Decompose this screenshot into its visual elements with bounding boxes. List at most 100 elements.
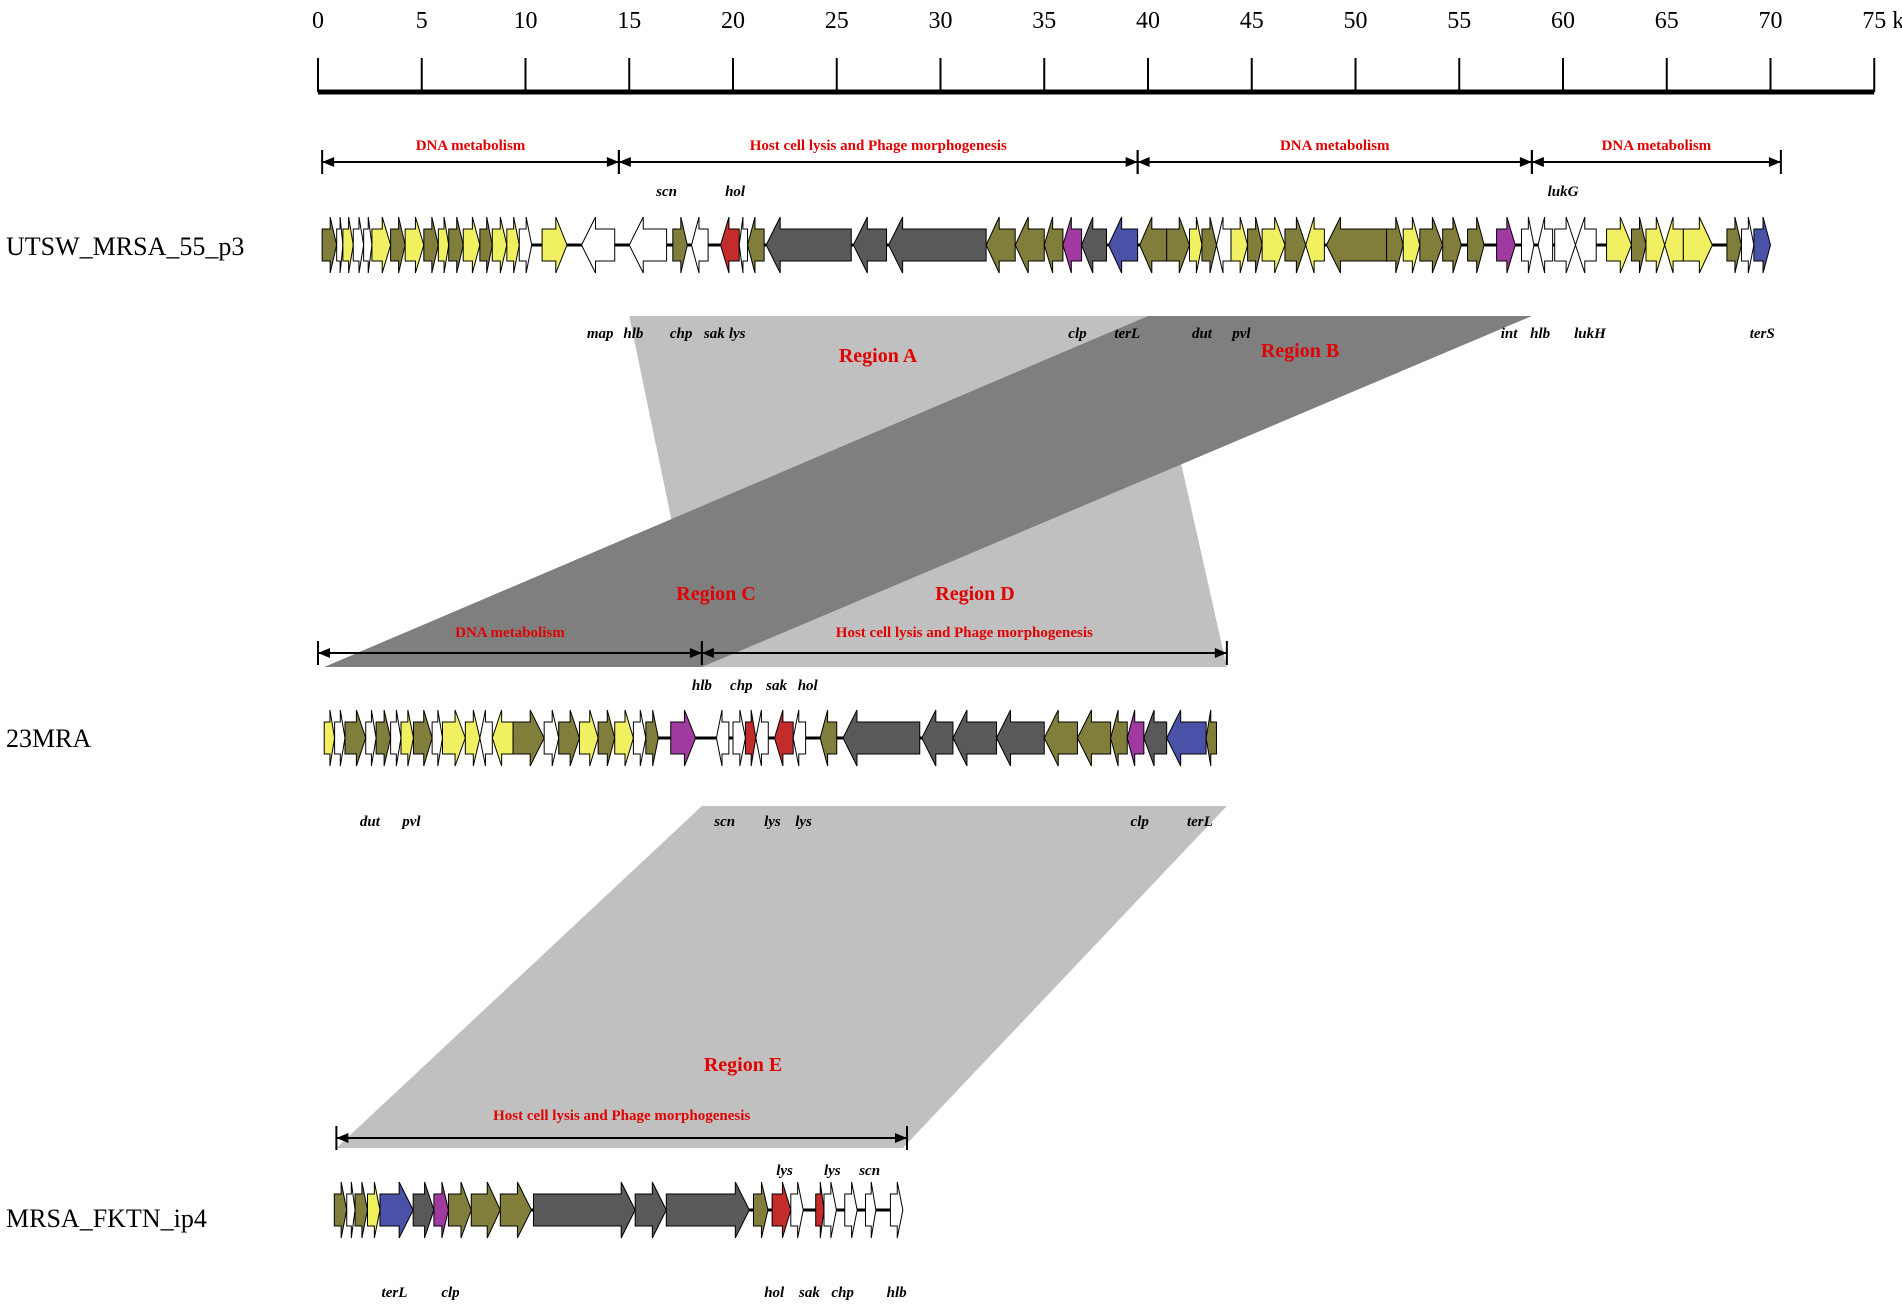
gene-label-below: clp [1131,814,1150,830]
gene-label-below: dut [1192,326,1213,342]
gene-arrow [448,216,464,274]
gene-arrow [400,709,414,767]
gene-label-below: pvl [400,814,421,830]
gene-arrow [1664,216,1684,274]
gene-label-above: scn [655,184,677,200]
module-arrow-head-left [336,1133,349,1143]
region-label: Region A [839,345,918,367]
gene-arrow [1740,216,1755,274]
gene-arrow [842,709,921,767]
gene-label-below: hlb [887,1285,908,1301]
gene-arrow [334,709,346,767]
gene-arrow [464,709,481,767]
module-arrow-head-left [618,157,631,167]
scale-tick-label: 30 [929,8,953,34]
gene-arrow [985,216,1016,274]
gene-arrow [1386,216,1404,274]
gene-arrow [491,709,514,767]
gene-arrow [1325,216,1388,274]
gene-arrow [447,1181,472,1239]
synteny-regions [324,316,1532,1148]
gene-arrow [442,709,466,767]
scale-tick-label: 70 [1759,8,1783,34]
gene-arrow [1402,216,1421,274]
gene-arrow [1284,216,1307,274]
gene-arrow [852,216,888,274]
gene-arrow [1201,216,1217,274]
gene-arrow [628,216,668,274]
gene-arrow [506,216,520,274]
gene-arrow [1261,216,1286,274]
gene-arrow [792,709,807,767]
module-label: Host cell lysis and Phage morphogenesis [750,138,1007,154]
gene-arrow [1537,216,1554,274]
gene-arrow [1521,216,1535,274]
region-label: Region B [1261,340,1339,362]
gene-label-above: sak [765,678,787,694]
gene-label-below: map [587,326,614,342]
gene-arrow [645,709,659,767]
gene-label-below: clp [441,1285,460,1301]
gene-arrow [765,216,852,274]
gene-label-below: int [1501,326,1519,342]
gene-arrow [412,1181,435,1239]
gene-arrow [865,1181,877,1239]
module-label: DNA metabolism [1280,138,1390,154]
gene-label-below: sak [798,1285,820,1301]
gene-arrow [632,709,647,767]
gene-arrow [404,216,425,274]
gene-arrow [437,216,450,274]
gene-label-above: scn [858,1163,880,1179]
gene-arrow [1230,216,1249,274]
gene-arrow [371,216,392,274]
gene-arrow [1645,216,1666,274]
gene-arrow [1143,709,1168,767]
gene-label-below: hlb [623,326,644,342]
scale-tick-label: 35 [1032,8,1056,34]
gene-arrow [518,216,533,274]
gene-arrow [1419,216,1444,274]
gene-arrow [823,1181,837,1239]
genome-name: UTSW_MRSA_55_p3 [6,232,244,261]
region-band [324,316,1532,667]
gene-label-above: hol [725,184,746,200]
gene-arrow [670,709,697,767]
gene-arrow [336,216,344,274]
gene-arrow [363,216,373,274]
genome-name: MRSA_FKTN_ip4 [6,1204,207,1233]
gene-arrow [790,1181,804,1239]
gene-arrow [1110,709,1128,767]
gene-arrow [1076,709,1112,767]
scale-tick-label: 65 [1655,8,1679,34]
gene-label-below: sak [703,326,725,342]
gene-arrow [462,216,481,274]
gene-label-below: chp [670,326,693,342]
gene-arrow [321,216,338,274]
gene-arrow [1496,216,1516,274]
gene-arrow [1606,216,1633,274]
gene-arrow [1753,216,1772,274]
gene-label-below: lys [795,814,812,830]
gene-arrow [952,709,998,767]
gene-arrow [1081,216,1107,274]
gene-label-below: hol [764,1285,785,1301]
gene-arrow [1726,216,1742,274]
region-band [336,806,1227,1148]
gene-arrow [752,1181,769,1239]
module-label: Host cell lysis and Phage morphogenesis [493,1108,750,1124]
gene-label-above: hol [798,678,819,694]
gene-arrow [815,1181,825,1239]
gene-arrow [1467,216,1485,274]
gene-arrow [690,216,709,274]
gene-label-above: lys [776,1163,793,1179]
gene-arrow [888,216,987,274]
gene-arrow [819,709,838,767]
module-arrow-head-right [1214,648,1227,658]
gene-arrow [755,709,769,767]
gene-arrow [479,709,493,767]
module-label: Host cell lysis and Phage morphogenesis [836,625,1093,641]
gene-label-above: hlb [692,678,713,694]
gene-arrow [365,709,377,767]
